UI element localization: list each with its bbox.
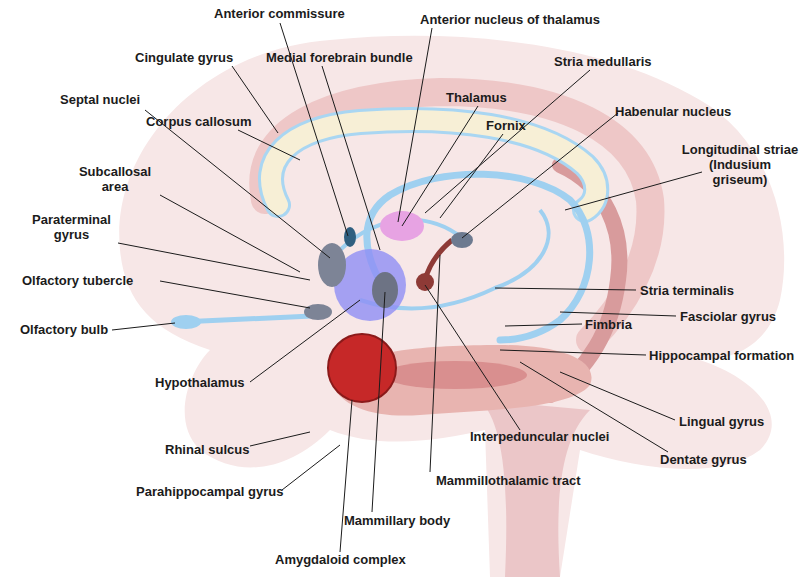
- part-label: Fornix: [486, 118, 546, 133]
- leader-line: [565, 172, 702, 210]
- part-label: Interpeduncular nuclei: [470, 429, 640, 444]
- part-label: Paraterminal gyrus: [24, 212, 119, 242]
- cingulate-band: [263, 92, 650, 340]
- leader-line: [430, 255, 440, 472]
- leader-line: [402, 106, 478, 226]
- septal-shape: [318, 243, 346, 287]
- part-label: Thalamus: [446, 90, 526, 105]
- part-label: Medial forebrain bundle: [266, 50, 436, 65]
- hippocampus-shape: [383, 361, 527, 389]
- part-label: Olfactory bulb: [20, 322, 120, 337]
- tubercle-shape: [304, 304, 332, 320]
- part-label: Longitudinal striae (Indusium griseum): [680, 142, 800, 187]
- part-label: Habenular nucleus: [615, 104, 755, 119]
- leader-line: [500, 350, 646, 355]
- leader-line: [340, 400, 352, 552]
- part-label: Mammillothalamic tract: [436, 473, 606, 488]
- part-label: Hypothalamus: [155, 375, 255, 390]
- leader-line: [145, 110, 330, 258]
- part-label: Corpus callosum: [146, 114, 266, 129]
- leader-line: [282, 445, 340, 490]
- part-label: Dentate gyrus: [660, 452, 770, 467]
- leader-line: [322, 66, 380, 250]
- habenula-shape: [451, 232, 473, 248]
- part-label: Amygdaloid complex: [275, 552, 425, 567]
- leader-line: [238, 130, 300, 160]
- part-label: Stria terminalis: [640, 283, 770, 298]
- part-label: Septal nuclei: [60, 92, 160, 107]
- leader-lines: [112, 23, 702, 552]
- leader-line: [505, 324, 582, 326]
- part-label: Anterior nucleus of thalamus: [420, 12, 610, 27]
- part-label: Parahippocampal gyrus: [136, 484, 296, 499]
- interpeduncular-shape: [416, 273, 434, 291]
- part-label: Lingual gyrus: [679, 414, 789, 429]
- leader-line: [495, 288, 636, 290]
- part-label: Subcallosal area: [70, 164, 160, 194]
- corpus-callosum-outline: [271, 120, 596, 210]
- part-label: Olfactory tubercle: [22, 273, 162, 288]
- part-label: Fasciolar gyrus: [680, 309, 800, 324]
- leader-line: [560, 312, 676, 316]
- amygdala-shape: [328, 334, 396, 402]
- part-label: Hippocampal formation: [649, 348, 799, 363]
- part-label: Cingulate gyrus: [135, 50, 245, 65]
- part-label: Anterior commissure: [214, 6, 354, 21]
- corpus-callosum: [271, 120, 596, 210]
- leader-line: [462, 113, 618, 238]
- leader-line: [560, 372, 675, 420]
- leader-line: [250, 432, 310, 446]
- leader-line: [160, 195, 300, 272]
- olfactory-bulb-shape: [171, 315, 201, 329]
- leader-line: [160, 281, 310, 308]
- leader-line: [112, 323, 175, 330]
- part-label: Stria medullaris: [554, 54, 674, 69]
- fornix-arc: [367, 174, 590, 340]
- brain-silhouette: [119, 36, 784, 577]
- part-label: Mammillary body: [344, 513, 474, 528]
- leader-line: [372, 292, 385, 512]
- leader-line: [425, 285, 520, 430]
- leader-line: [440, 134, 503, 218]
- leader-line: [250, 300, 360, 382]
- part-label: Fimbria: [585, 317, 655, 332]
- leader-line: [425, 70, 590, 213]
- part-label: Rhinal sulcus: [165, 442, 265, 457]
- mammillary-shape: [372, 272, 398, 308]
- brainstem: [480, 400, 590, 577]
- leader-line: [118, 243, 310, 280]
